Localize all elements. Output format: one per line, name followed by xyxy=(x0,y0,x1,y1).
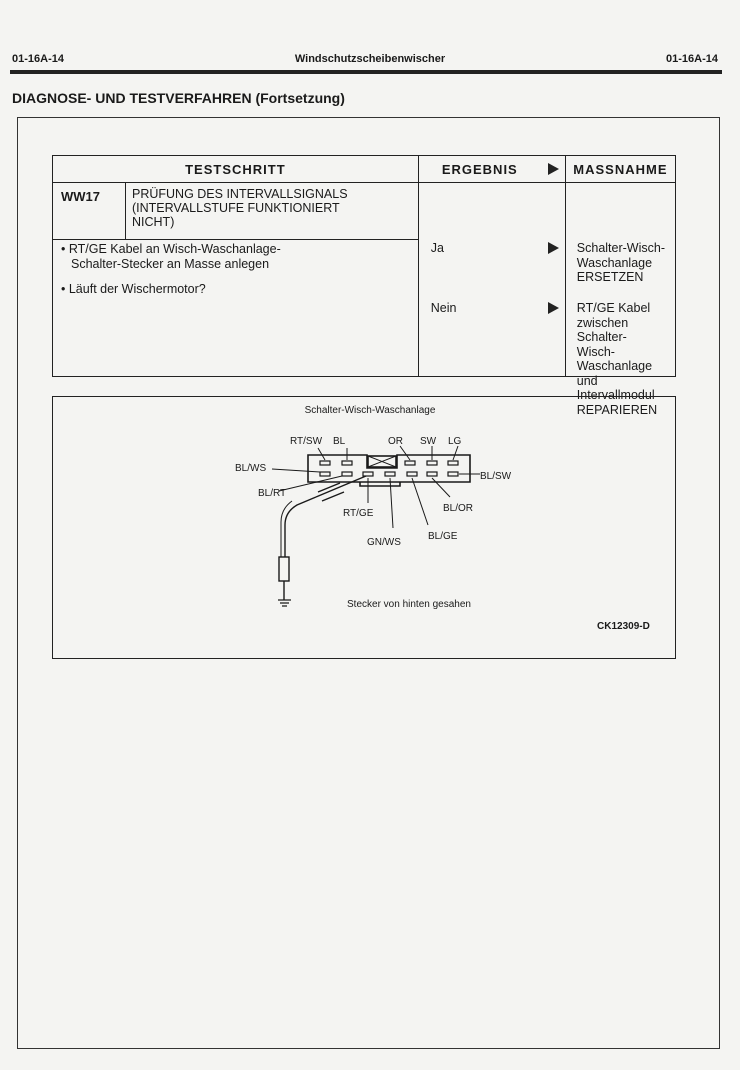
arrow-icon xyxy=(547,163,559,175)
actions-cell: Schalter-Wisch- Waschanlage ERSETZEN RT/… xyxy=(564,182,677,417)
action-nein: RT/GE Kabel zwischen Schalter- Wisch-Was… xyxy=(577,301,675,417)
arrow-icon xyxy=(547,302,559,314)
test-probe xyxy=(278,475,367,600)
action-line: Waschanlage xyxy=(576,255,653,270)
label-bl-ws: BL/WS xyxy=(235,463,266,474)
label-rt-sw: RT/SW xyxy=(290,436,323,447)
page-number-left: 01-16A-14 xyxy=(12,53,64,65)
results-cell: Ja Nein xyxy=(417,182,566,377)
section-title: DIAGNOSE- UND TESTVERFAHREN (Fortsetzung… xyxy=(12,90,345,106)
action-line: und Intervallmodul xyxy=(576,373,655,403)
leader-lines xyxy=(271,445,480,529)
instruction-text: Läuft der Wischermotor? xyxy=(68,282,206,296)
diagram-title: Schalter-Wisch-Waschanlage xyxy=(305,405,436,416)
figure-id: CK12309-D xyxy=(597,621,650,632)
diagnosis-table: TESTSCHRITT ERGEBNIS MASSNAHME WW17 PRÜF… xyxy=(52,155,677,417)
diagram-caption: Stecker von hinten gesahen xyxy=(347,599,471,610)
connector-diagram-frame xyxy=(52,396,676,659)
label-lg: LG xyxy=(448,436,462,447)
instruction-text: Schalter-Stecker an Masse anlegen xyxy=(71,256,270,271)
action-line: zwischen Schalter- xyxy=(576,315,629,345)
step-title-line: NICHT) xyxy=(132,215,175,229)
label-bl-rt: BL/RT xyxy=(258,488,286,499)
step-title-line: (INTERVALLSTUFE FUNKTIONIERT xyxy=(132,201,340,215)
header-ergebnis: ERGEBNIS xyxy=(417,155,566,183)
header-ergebnis-label: ERGEBNIS xyxy=(441,161,518,177)
action-line: RT/GE Kabel xyxy=(576,301,651,315)
label-gn-ws: GN/WS xyxy=(367,537,401,548)
step-id: WW17 xyxy=(52,182,126,240)
action-line: REPARIEREN xyxy=(576,402,658,417)
instruction-item: • Läuft der Wischermotor? xyxy=(61,282,206,296)
connector-pins xyxy=(319,460,459,477)
connector-housing xyxy=(307,454,471,487)
label-bl-ge: BL/GE xyxy=(428,531,458,542)
result-nein: Nein xyxy=(430,301,457,315)
label-sw: SW xyxy=(420,436,437,447)
instruction-text: RT/GE Kabel an Wisch-Waschanlage- xyxy=(68,242,281,256)
label-bl-or: BL/OR xyxy=(443,503,473,514)
arrow-icon xyxy=(547,242,559,254)
step-title-line: PRÜFUNG DES INTERVALLSIGNALS xyxy=(132,187,348,201)
instruction-item: • RT/GE Kabel an Wisch-Waschanlage- xyxy=(61,242,281,256)
label-rt-ge: RT/GE xyxy=(343,508,374,519)
ground-icon xyxy=(278,599,291,607)
action-ja: Schalter-Wisch- Waschanlage ERSETZEN xyxy=(577,241,665,285)
label-bl: BL xyxy=(333,436,346,447)
action-line: Wisch-Waschanlage xyxy=(576,344,653,374)
content-frame xyxy=(17,117,720,1049)
page-header-title: Windschutzscheibenwischer xyxy=(294,53,446,65)
page-number-right: 01-16A-14 xyxy=(666,53,718,65)
result-ja: Ja xyxy=(430,241,444,255)
header-rule xyxy=(10,70,722,74)
action-line: ERSETZEN xyxy=(576,270,644,284)
instructions-cell: • RT/GE Kabel an Wisch-Waschanlage- Scha… xyxy=(52,239,419,377)
label-bl-sw: BL/SW xyxy=(480,471,512,482)
header-testschritt: TESTSCHRITT xyxy=(52,155,419,183)
action-line: Schalter-Wisch- xyxy=(576,241,665,255)
label-or: OR xyxy=(388,436,403,447)
